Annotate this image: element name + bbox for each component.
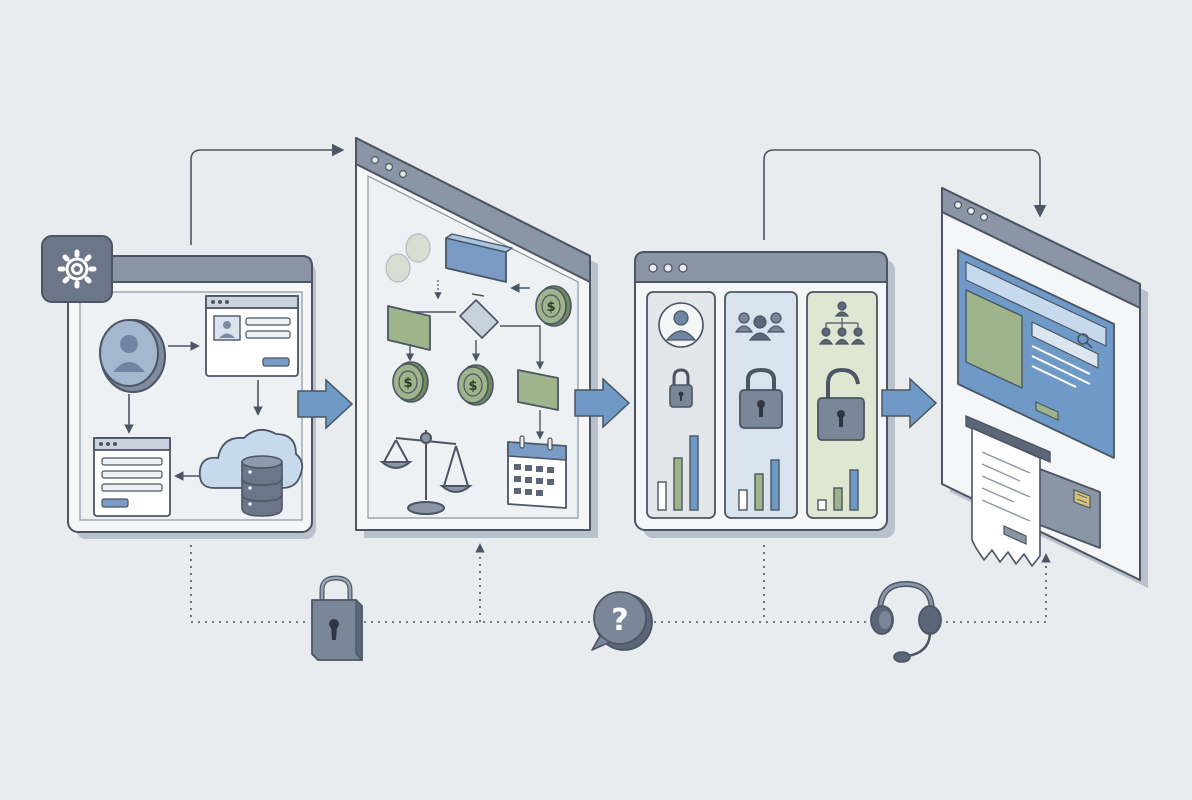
window-account-setup — [41, 235, 316, 539]
padlock-icon[interactable] — [311, 575, 363, 662]
svg-text:$: $ — [403, 376, 412, 391]
user-avatar-icon — [99, 319, 166, 393]
connector-access-to-checkout — [763, 149, 1047, 240]
org-chart-icon — [818, 301, 866, 345]
flowchart-icon — [387, 233, 559, 440]
svg-text:?: ? — [611, 603, 628, 638]
balance-scale-icon — [379, 430, 473, 515]
padlock-closed-icon — [739, 367, 783, 429]
padlock-closed-icon — [669, 368, 693, 408]
question-bubble-icon[interactable]: ? — [591, 591, 653, 651]
form-window-icon — [93, 437, 171, 517]
profile-card-icon — [205, 295, 299, 377]
user-icon — [658, 302, 704, 348]
bar-chart-icon — [817, 469, 859, 511]
receipt-icon — [965, 414, 1051, 567]
svg-text:$: $ — [468, 379, 477, 394]
coin-icon: $ $ $ — [392, 285, 572, 406]
padlock-open-icon — [817, 367, 865, 441]
bar-chart-icon — [657, 435, 699, 511]
checkout-page-icon[interactable] — [957, 249, 1115, 459]
gear-icon[interactable] — [41, 235, 113, 303]
connector-setup-to-billing — [190, 143, 345, 245]
headset-icon[interactable] — [870, 580, 942, 663]
cloud-database-icon — [198, 428, 304, 517]
calendar-icon — [507, 435, 567, 509]
flow-arrow-3 — [881, 377, 938, 429]
bar-chart-icon — [738, 459, 780, 511]
flow-arrow-2 — [574, 377, 631, 429]
window-access-tiers — [634, 251, 895, 538]
coin-icon — [385, 233, 431, 283]
window-billing-logic: $ $ $ — [355, 137, 598, 538]
svg-text:$: $ — [546, 300, 555, 315]
flow-arrow-1 — [297, 378, 354, 430]
credit-card-icon[interactable] — [1031, 465, 1101, 549]
tier-column-team[interactable] — [724, 291, 798, 519]
tier-column-basic[interactable] — [646, 291, 716, 519]
window-checkout — [941, 187, 1148, 588]
top-connectors — [190, 143, 1047, 245]
group-icon — [734, 312, 786, 341]
bottom-dotted-connectors — [190, 543, 1051, 623]
tier-column-enterprise[interactable] — [806, 291, 878, 519]
